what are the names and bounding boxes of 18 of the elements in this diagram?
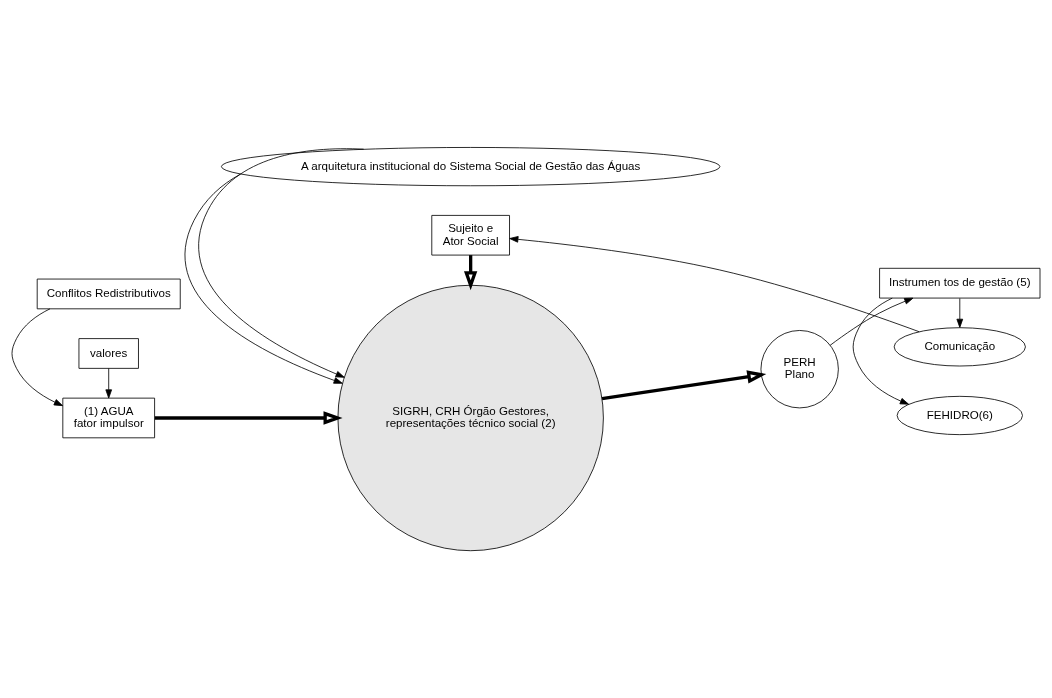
node-box: Instrumen tos de gestão (5) [879, 267, 1041, 299]
arrow [601, 370, 767, 401]
arrow [184, 173, 343, 384]
node-box: (1) AGUA fator impulsor [62, 397, 156, 439]
node-circle: PERH Plano [760, 330, 839, 409]
arrow [509, 236, 920, 333]
node-box: Sujeito e Ator Social [431, 214, 510, 256]
arrow [852, 297, 910, 405]
arrow [11, 308, 63, 407]
arrow [154, 411, 343, 425]
node-box: Conflitos Redistributivos [36, 278, 181, 310]
arrow [829, 297, 914, 346]
arrow [105, 368, 113, 399]
node-ellipse: A arquitetura institucional do Sistema Social de Gestão das Águas [220, 147, 721, 187]
arrow [198, 148, 365, 378]
node-box: valores [78, 338, 139, 369]
node-ellipse: Comunicação [893, 327, 1026, 367]
arrow [956, 298, 964, 328]
